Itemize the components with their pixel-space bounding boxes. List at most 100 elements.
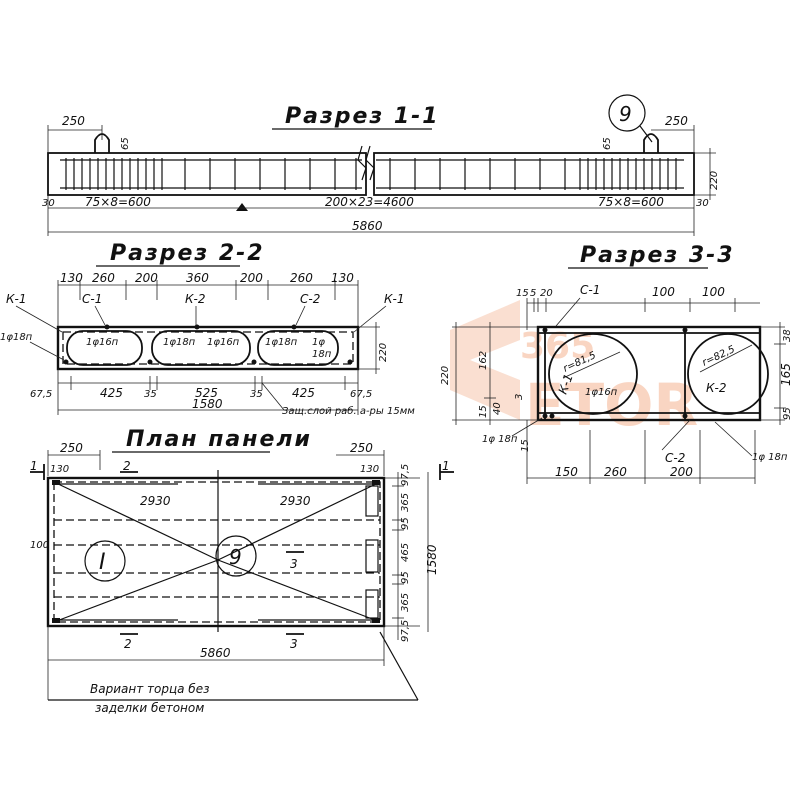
cut-3-inner: 3 — [290, 557, 298, 571]
lifting-loop-right — [643, 133, 659, 153]
dim-3-3-top-2: 20 — [540, 288, 553, 299]
plan-right-dim-3: 465 — [400, 543, 411, 562]
watermark-main-text: ETOR — [525, 371, 698, 439]
panel-plan: План панели 250 130 250 130 1 1 2 — [30, 427, 454, 715]
plan-dim-130-right: 130 — [360, 464, 379, 475]
plan-note-line2: заделки бетоном — [95, 701, 204, 715]
dim-3-3-95: 95 — [782, 407, 793, 420]
dim-2-2-bot-0: 67,5 — [30, 389, 52, 400]
plan-dim-130-left: 130 — [50, 464, 69, 475]
dim-3-3-3: 3 — [514, 394, 525, 400]
dim-2-2-top-1: 260 — [92, 271, 115, 285]
cut-2-top: 2 — [123, 459, 131, 473]
void-3 — [257, 330, 339, 366]
dim-2-2-bot-3: 525 — [195, 386, 218, 400]
section-1-1-title: Разрез 1-1 — [285, 104, 440, 129]
dim-3-3-top-3: 100 — [652, 285, 675, 299]
dim-250-right: 250 — [665, 114, 688, 128]
dim-2-2-bot-5: 425 — [292, 386, 315, 400]
plan-dim-250-right: 250 — [350, 441, 373, 455]
bar-label-right-2: 1φ — [312, 337, 325, 348]
plan-dim-250-left: 250 — [60, 441, 83, 455]
stirrups-left — [65, 158, 163, 190]
dim-65-right: 65 — [602, 137, 613, 150]
cut-1-left: 1 — [30, 459, 38, 473]
plan-dim-100: 100 — [30, 540, 49, 551]
label-k1-left: К-1 — [6, 292, 26, 306]
plan-right-dim-0: 97,5 — [400, 464, 411, 486]
section-2-2-title: Разрез 2-2 — [110, 241, 265, 266]
dim-3-3-38: 38 — [782, 329, 793, 342]
dim-3-3-top-4: 100 — [702, 285, 725, 299]
dim-3-3-162: 162 — [478, 351, 489, 370]
plan-dim-2930-right: 2930 — [280, 494, 311, 508]
bar-3-3-left: 1φ 18п — [482, 434, 518, 445]
section-2-2: Разрез 2-2 130 260 200 360 200 260 130 — [0, 241, 415, 417]
dim-2-2-top-2: 200 — [135, 271, 158, 285]
support-marker — [236, 203, 248, 211]
dim-2-2-height: 220 — [378, 343, 389, 362]
stirrups-right — [579, 158, 677, 190]
plan-right-dim-4: 95 — [400, 571, 411, 584]
plan-marker-I-label: I — [99, 550, 106, 575]
marker-9-circle — [608, 94, 646, 132]
plan-title: План панели — [126, 427, 312, 452]
bar-label-left: 1φ18п — [0, 332, 33, 343]
label-k2: К-2 — [185, 292, 205, 306]
radius-right: r=82,5 — [701, 344, 737, 369]
bar-label-mid-2: 1φ16п — [207, 337, 240, 348]
bar-3-3-center: 1φ16п — [585, 387, 618, 398]
dim-3-3-15: 15 — [478, 405, 489, 418]
cover-note: Защ.слой раб. а-ры 15мм — [282, 405, 415, 417]
beam-right-part — [373, 152, 695, 196]
plan-marker-9 — [215, 535, 257, 577]
plan-dim-5860: 5860 — [200, 646, 231, 660]
marker-9-label: 9 — [619, 102, 632, 126]
plan-right-dim-1: 365 — [400, 493, 411, 512]
dim-left-spacing: 75×8=600 — [85, 195, 151, 209]
dim-3-3-top-0: 15 — [516, 288, 529, 299]
label-c1: С-1 — [82, 292, 102, 306]
section-3-3-outline — [536, 325, 762, 422]
label-3-3-c2: С-2 — [665, 451, 685, 465]
plan-marker-9-label: 9 — [229, 545, 242, 569]
plan-right-dim-5: 365 — [400, 593, 411, 612]
section-3-3: Разрез 3-3 15 5 20 100 100 r=81,5 r=82,5… — [440, 243, 793, 484]
dim-2-2-bot-6: 67,5 — [350, 389, 372, 400]
beam-left-part — [47, 152, 367, 196]
bar-3-3-right: 1φ 18п — [752, 452, 788, 463]
dim-2-2-top-3: 360 — [186, 271, 209, 285]
dim-65-left: 65 — [120, 137, 131, 150]
cut-1-right: 1 — [442, 459, 450, 473]
watermark: 365 ETOR — [450, 300, 698, 439]
dim-2-2-bot-4: 35 — [250, 389, 263, 400]
dim-2-2-top-5: 260 — [290, 271, 313, 285]
dim-right-spacing: 75×8=600 — [598, 195, 664, 209]
dim-30-right: 30 — [696, 198, 709, 209]
dim-2-2-top-0: 130 — [60, 271, 83, 285]
plan-marker-I — [84, 540, 126, 582]
section-1-1: Разрез 1-1 9 — [42, 94, 720, 236]
bar-label-c1: 1φ16п — [86, 337, 119, 348]
plan-dim-1580: 1580 — [425, 544, 439, 575]
dim-2-2-top-4: 200 — [240, 271, 263, 285]
void-1 — [66, 330, 143, 366]
plan-outline — [46, 476, 386, 628]
plan-dim-2930-left: 2930 — [140, 494, 171, 508]
section-2-2-outline — [56, 325, 360, 371]
plan-right-dim-2: 95 — [400, 517, 411, 530]
dim-3-3-bot-1: 260 — [604, 465, 627, 479]
cut-2-bottom: 2 — [124, 637, 132, 651]
cut-3-bottom: 3 — [290, 637, 298, 651]
void-3-3-left — [548, 333, 638, 415]
dim-3-3-top-1: 5 — [530, 288, 536, 299]
bar-label-right-1: 1φ18п — [265, 337, 298, 348]
dim-3-3-165: 165 — [779, 363, 793, 386]
dim-2-2-bot-1: 425 — [100, 386, 123, 400]
void-3-3-right — [687, 333, 769, 415]
dim-2-2-bot-2: 35 — [144, 389, 157, 400]
label-3-3-k2: К-2 — [706, 381, 726, 395]
plan-note-line1: Вариант торца без — [90, 682, 209, 696]
plan-right-dim-6: 97,5 — [400, 620, 411, 642]
